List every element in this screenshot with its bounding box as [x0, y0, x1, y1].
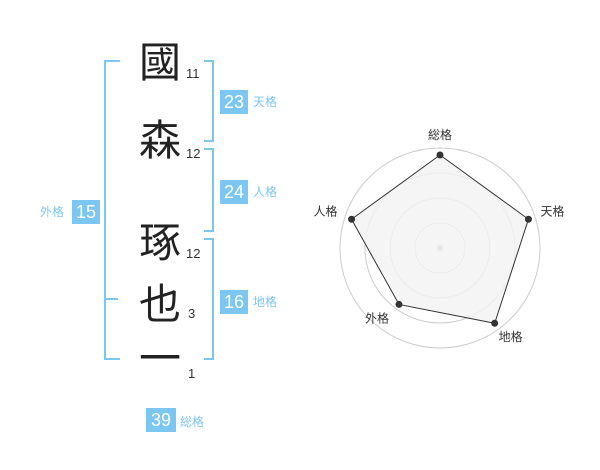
radar-axis-label-1: 総格 — [428, 127, 452, 142]
kanji-3: 琢 — [138, 218, 181, 267]
jinkaku-badge: 24 — [220, 180, 248, 204]
radar-point-4 — [395, 300, 403, 308]
kanji-1: 國 — [138, 38, 181, 87]
tenkaku-bracket — [204, 60, 214, 142]
radar-point-3 — [491, 319, 499, 327]
gaikaku-mid-tick — [104, 298, 118, 300]
radar-point-1 — [436, 151, 444, 159]
gaikaku-badge: 15 — [72, 200, 100, 224]
jinkaku-label: 人格 — [253, 185, 278, 199]
gaikaku-bracket — [104, 60, 120, 360]
stroke-count-5: 1 — [188, 366, 196, 381]
stroke-count-1: 11 — [186, 66, 200, 81]
stroke-count-3: 12 — [186, 246, 201, 261]
radar-point-5 — [348, 215, 356, 223]
chikaku-label: 地格 — [253, 295, 278, 309]
kanji-2: 森 — [138, 116, 181, 165]
tenkaku-label: 天格 — [253, 95, 278, 109]
radar-axis-label-3: 地格 — [499, 329, 523, 344]
radar-axis-label-5: 人格 — [314, 203, 338, 218]
stroke-count-2: 12 — [186, 146, 201, 161]
radar-axis-label-4: 外格 — [365, 310, 389, 325]
stroke-count-4: 3 — [188, 306, 196, 321]
chikaku-bracket — [204, 238, 214, 360]
chikaku-badge: 16 — [220, 290, 248, 314]
soukaku-label: 総格 — [180, 415, 205, 429]
jinkaku-bracket — [204, 148, 214, 232]
tenkaku-badge: 23 — [220, 90, 248, 114]
kanji-4: 也 — [138, 280, 181, 329]
soukaku-badge: 39 — [146, 408, 176, 432]
gaikaku-label: 外格 — [40, 205, 65, 219]
radar-polygon — [350, 154, 530, 324]
radar-axis-label-2: 天格 — [540, 203, 564, 218]
radar-ring-4 — [339, 147, 541, 349]
kanji-5: 一 — [138, 334, 181, 383]
radar-point-2 — [524, 215, 532, 223]
